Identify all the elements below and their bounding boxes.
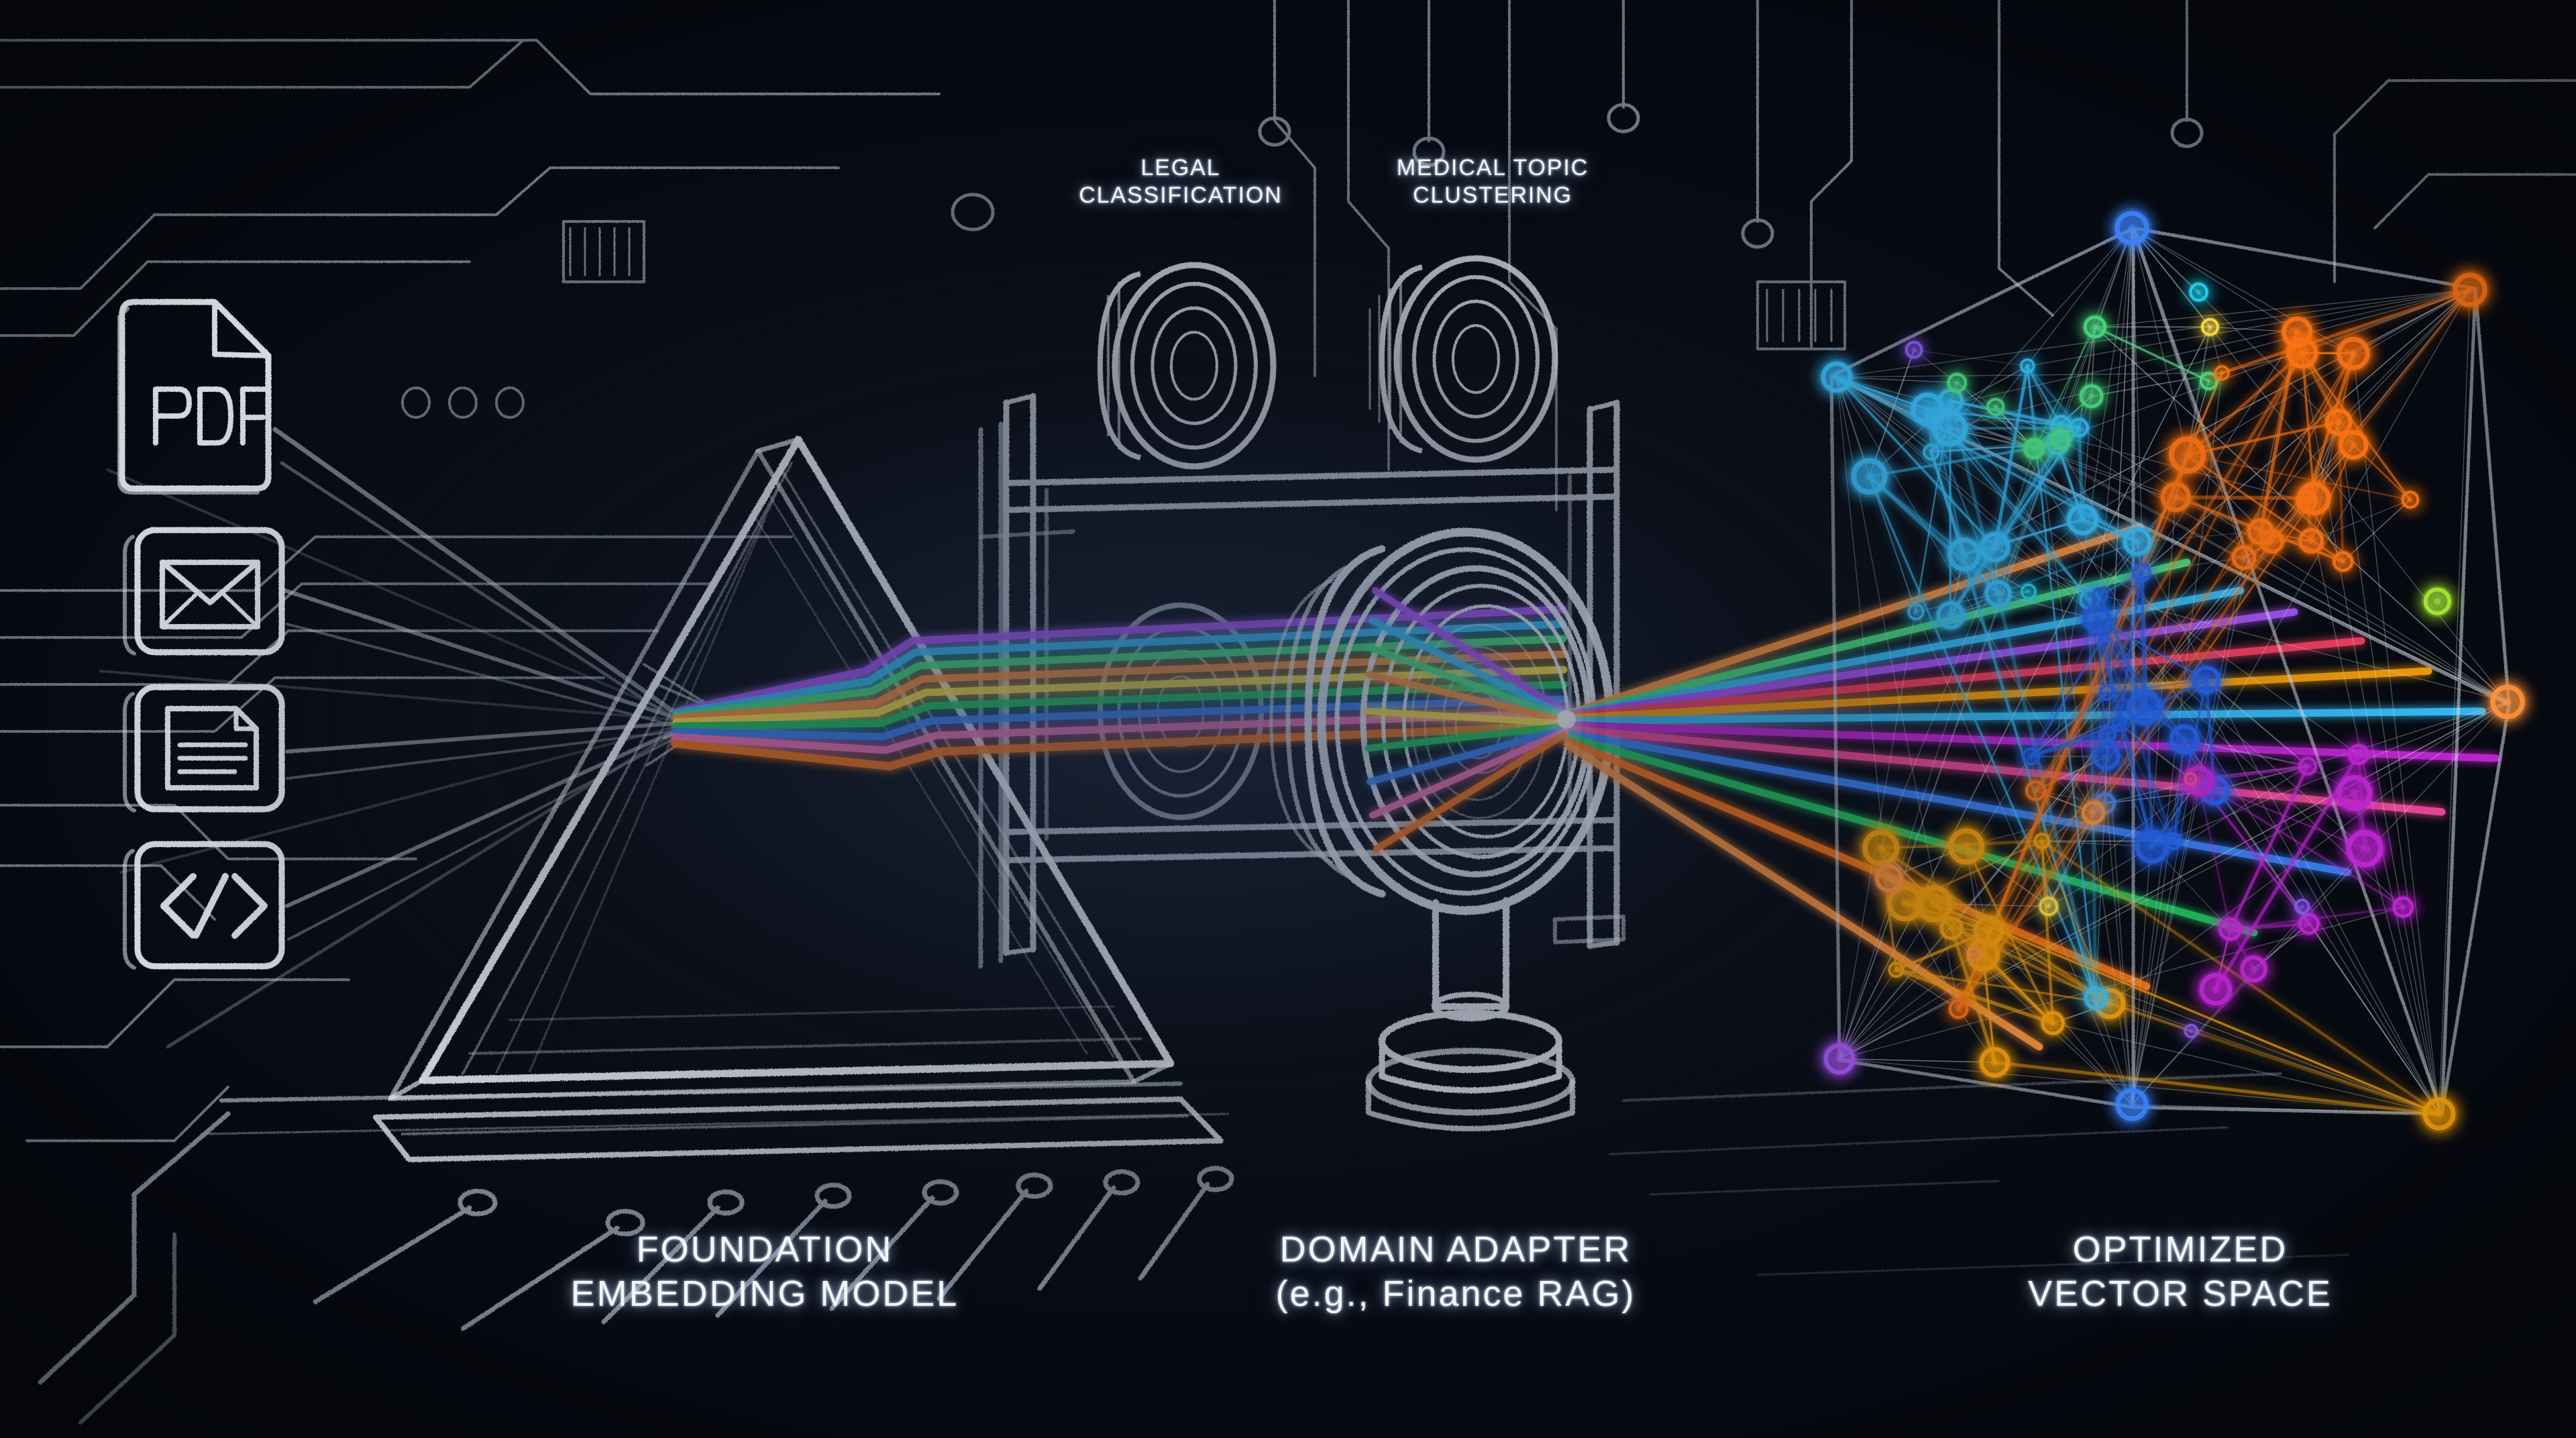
graph-node: [2190, 663, 2223, 697]
graph-node: [2188, 280, 2210, 303]
graph-node: [2245, 516, 2276, 548]
graph-node: [2121, 525, 2154, 559]
stage-label-domain-adapter: DOMAIN ADAPTER (e.g., Finance RAG): [1275, 1229, 1636, 1314]
graph-node: [2098, 683, 2116, 702]
graph-node: [2420, 1094, 2459, 1133]
graph-node: [1945, 535, 1984, 574]
graph-node: [2064, 501, 2101, 538]
graph-node: [2112, 1085, 2151, 1124]
graph-node: [2334, 334, 2373, 373]
graph-node: [2032, 831, 2051, 851]
graph-node: [2091, 586, 2110, 605]
graph-node: [2090, 740, 2123, 773]
stage-label-optimized-vector-space: OPTIMIZED VECTOR SPACE: [2028, 1229, 2332, 1314]
graph-node: [2049, 427, 2073, 452]
graph-node: [2391, 894, 2416, 920]
task-label-legal: LEGAL CLASSIFICATION: [1079, 155, 1283, 209]
graph-node: [1929, 407, 1971, 450]
graph-node: [1977, 1044, 2012, 1080]
task-label-medical: MEDICAL TOPIC CLUSTERING: [1396, 155, 1589, 209]
graph-node: [2196, 970, 2235, 1009]
graph-node: [2200, 316, 2220, 338]
graph-node: [1966, 946, 1982, 963]
graph-node: [1903, 340, 1925, 360]
graph-node: [2279, 314, 2315, 350]
graph-node: [2238, 953, 2269, 985]
graph-node: [2450, 270, 2490, 310]
graph-node: [1934, 599, 1968, 632]
graph-node: [2293, 898, 2311, 916]
graph-node: [2183, 772, 2198, 786]
graph-node: [2216, 915, 2244, 943]
graph-node: [2112, 208, 2152, 248]
graph-node: [2019, 582, 2038, 601]
graph-node: [2294, 479, 2334, 518]
graph-node: [2021, 746, 2041, 767]
graph-node: [2330, 549, 2355, 574]
graph-node: [1945, 371, 1969, 395]
graph-node: [2130, 562, 2153, 584]
graph-node: [1978, 529, 2013, 565]
stage-label-foundation-embedding-model: FOUNDATION EMBEDDING MODEL: [570, 1229, 959, 1314]
graph-node: [2229, 543, 2259, 572]
graph-node: [2163, 831, 2184, 852]
graph-node: [2080, 603, 2114, 636]
graph-node: [2019, 357, 2036, 375]
graph-node: [1937, 915, 1966, 942]
graph-node: [2400, 489, 2421, 510]
graph-node: [1819, 359, 1855, 395]
graph-node: [1906, 602, 1926, 622]
graph-node: [2296, 911, 2322, 937]
graph-node: [2296, 755, 2319, 777]
graph-node: [2167, 722, 2202, 758]
graph-node: [2082, 313, 2108, 340]
graph-node: [2296, 526, 2326, 556]
graph-node: [2165, 433, 2209, 477]
graph-node: [1821, 1041, 1858, 1077]
graph-node: [2421, 585, 2454, 618]
graph-node: [1848, 455, 1890, 498]
graph-node: [2183, 1023, 2200, 1039]
graph-node: [1872, 862, 1905, 894]
graph-node: [2082, 984, 2109, 1012]
graph-node: [2487, 682, 2528, 722]
graph-node: [2158, 479, 2194, 515]
graph-node: [2080, 799, 2107, 827]
graph-node: [2077, 382, 2106, 411]
graph-node: [2037, 895, 2060, 918]
graph-node: [2097, 723, 2118, 745]
graph-node: [2213, 364, 2231, 382]
graph-node: [2322, 406, 2355, 438]
graph-node: [1859, 826, 1902, 870]
graph-node: [2333, 772, 2375, 814]
graph-node: [1971, 913, 2006, 949]
graph-node: [1982, 578, 2015, 610]
graph-node: [1985, 396, 2006, 417]
graph-node: [2039, 1009, 2067, 1037]
graph-node: [2346, 742, 2371, 767]
graph-node: [2124, 686, 2165, 728]
graph-node: [2023, 438, 2046, 461]
graph-node: [2023, 778, 2048, 803]
graph-edges: [1835, 227, 2508, 1116]
graph-node: [1947, 997, 1970, 1021]
graph-node: [1945, 825, 1988, 868]
graph-node: [2343, 827, 2387, 870]
graph-node: [1887, 960, 1906, 979]
